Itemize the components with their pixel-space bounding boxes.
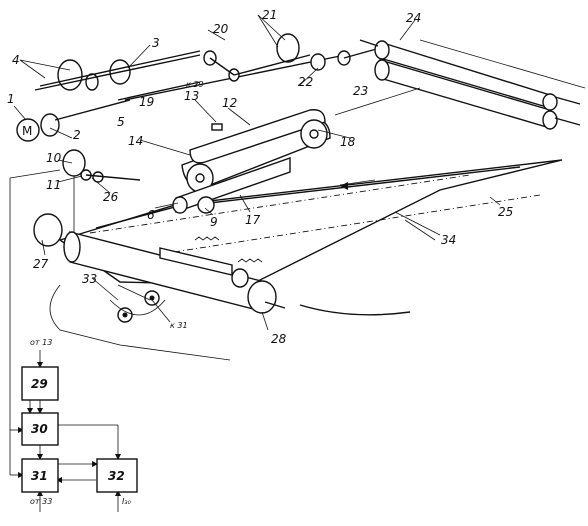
label-18: 18	[340, 135, 356, 149]
pulley-21	[276, 33, 300, 63]
motor-symbol	[16, 118, 40, 142]
left-mechanism	[33, 149, 141, 247]
label-4: 4	[12, 53, 20, 67]
label-33: 33	[82, 272, 97, 286]
wheel-27	[33, 213, 63, 247]
label-10: 10	[46, 151, 62, 165]
block-32-label: 32	[108, 469, 125, 483]
note-ot33: от 33	[30, 497, 52, 506]
block-29-label: 29	[31, 377, 48, 391]
label-5: 5	[117, 115, 125, 129]
motor-letter: M	[22, 124, 32, 138]
block-30	[21, 412, 59, 446]
leader-lines	[13, 14, 501, 331]
belt-unit	[172, 109, 331, 214]
block-32	[96, 458, 138, 493]
label-9: 9	[210, 215, 218, 229]
note-k31: к 31	[170, 321, 188, 330]
label-17: 17	[245, 213, 261, 227]
label-19: 19	[139, 95, 154, 109]
note-i30: I₃₀	[122, 497, 132, 506]
label-13: 13	[184, 89, 199, 103]
note-k29: к 29	[186, 80, 204, 89]
block-31-label: 31	[31, 469, 48, 483]
label-22: 22	[298, 75, 313, 89]
block-31	[21, 458, 59, 493]
shaft-upper	[124, 33, 381, 101]
label-23: 23	[353, 84, 368, 98]
label-11: 11	[46, 178, 61, 192]
note-ot13: от 13	[30, 338, 52, 347]
label-20: 20	[213, 22, 229, 36]
control-blocks: 29 30 31 32	[21, 366, 138, 493]
label-3: 3	[152, 36, 160, 50]
label-25: 25	[498, 205, 513, 219]
label-1: 1	[7, 92, 15, 106]
label-26: 26	[103, 190, 119, 204]
label-6: 6	[147, 208, 155, 222]
label-14: 14	[128, 134, 143, 148]
part-labels: 1 2 3 4 5 6 9 10 11 12 13 14 17 18 19 20…	[7, 8, 513, 346]
notes: к 29 к 31 от 13 от 33 I₃₀	[30, 80, 204, 506]
label-12: 12	[222, 96, 237, 110]
sensor-33	[109, 284, 171, 323]
label-27: 27	[33, 257, 49, 271]
label-34: 34	[441, 233, 456, 247]
label-24: 24	[406, 11, 421, 25]
wiring	[9, 169, 121, 512]
roller-28	[63, 231, 286, 314]
block-30-label: 30	[31, 422, 48, 436]
drive-motor-assembly: M	[16, 50, 201, 142]
label-2: 2	[73, 128, 81, 142]
label-21: 21	[262, 8, 277, 22]
rollers-23-24	[359, 39, 586, 130]
pulley-4	[57, 59, 83, 91]
block-29	[21, 366, 59, 401]
label-28: 28	[271, 332, 287, 346]
